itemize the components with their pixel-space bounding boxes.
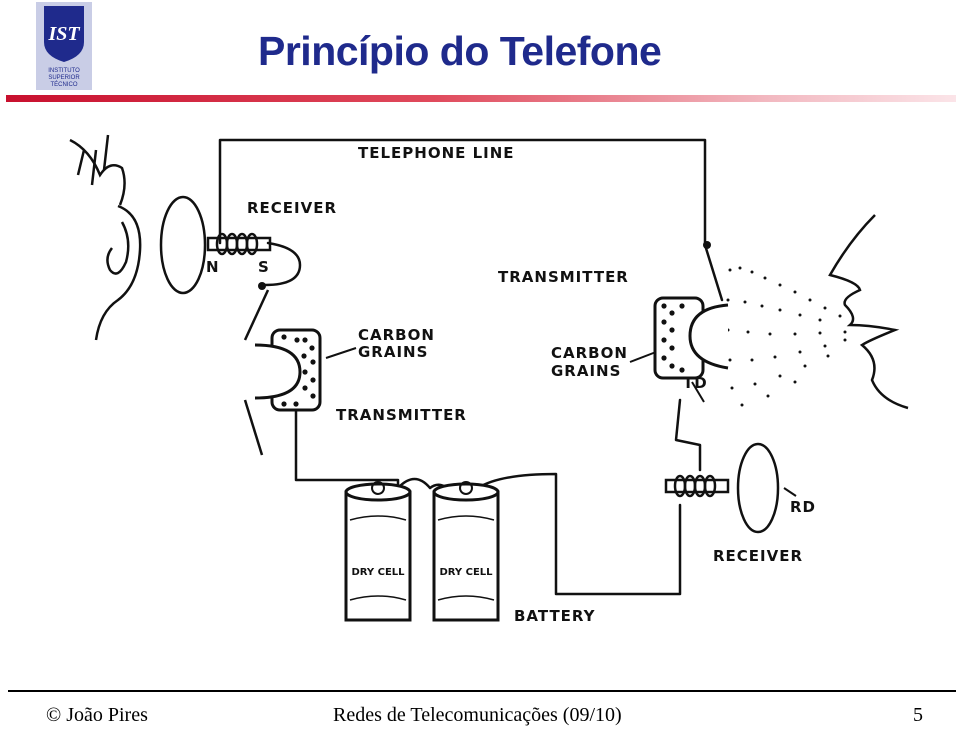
title-divider [6, 95, 956, 102]
left-receiver-diaphragm [159, 195, 207, 295]
label-telephone-line: TELEPHONE LINE [358, 144, 515, 162]
dry-cell-2-label: DRY CELL [439, 567, 493, 578]
logo-text-3: TÉCNICO [51, 81, 78, 88]
junction-dot [703, 241, 711, 249]
label-rd: RD [790, 498, 816, 516]
right-receiver-diaphragm [736, 442, 780, 534]
ist-logo: IST INSTITUTO SUPERIOR TÉCNICO [36, 2, 92, 90]
dry-cell-1: DRY CELL [344, 481, 412, 622]
label-arrows [325, 347, 657, 363]
footer-divider [8, 690, 956, 692]
face-silhouette [828, 214, 909, 410]
page-title: Princípio do Telefone [258, 28, 662, 74]
label-receiver-right: RECEIVER [713, 547, 803, 565]
logo-text-2: SUPERIOR [48, 75, 80, 81]
left-transmitter-wire [294, 398, 400, 490]
telephone-diagram: DRY CELL DRY CELL TELEPHONE LINE RECEIVE… [69, 134, 909, 625]
left-receiver-wire [263, 241, 302, 287]
ear-silhouette [69, 134, 142, 341]
label-receiver-left: RECEIVER [247, 199, 337, 217]
sound-waves [726, 266, 847, 407]
dry-cell-1-label: DRY CELL [351, 567, 405, 578]
label-carbon-left-1: CARBON [358, 326, 435, 344]
left-carbon-grains [281, 334, 316, 407]
dry-cell-2: DRY CELL [432, 481, 500, 622]
right-carbon-grains [661, 303, 685, 373]
left-transmitter [243, 289, 322, 456]
telephone-line-wire [218, 138, 707, 247]
right-wire [703, 243, 724, 302]
logo-mark: IST [47, 23, 80, 45]
footer-page-number: 5 [913, 704, 923, 726]
label-pole-n: N [206, 258, 220, 276]
label-carbon-right-1: CARBON [551, 344, 628, 362]
label-carbon-left-2: GRAINS [358, 343, 428, 361]
label-td: TD [683, 374, 708, 392]
left-receiver-coil [206, 232, 272, 256]
footer-course: Redes de Telecomunicações (09/10) [333, 704, 622, 726]
right-transmitter [653, 296, 729, 403]
label-transmitter-left: TRANSMITTER [336, 406, 467, 424]
label-transmitter-right: TRANSMITTER [498, 268, 629, 286]
label-battery: BATTERY [514, 607, 596, 625]
right-receiver-coil [664, 474, 730, 498]
battery-wire [476, 472, 682, 596]
rd-arrow [783, 487, 797, 497]
junction-dot-left [258, 282, 266, 290]
label-carbon-right-2: GRAINS [551, 362, 621, 380]
footer-author: © João Pires [46, 704, 148, 726]
td-arrow [691, 381, 705, 403]
logo-text-1: INSTITUTO [48, 68, 80, 74]
right-wire-lower [674, 398, 702, 472]
label-pole-s: S [258, 258, 270, 276]
